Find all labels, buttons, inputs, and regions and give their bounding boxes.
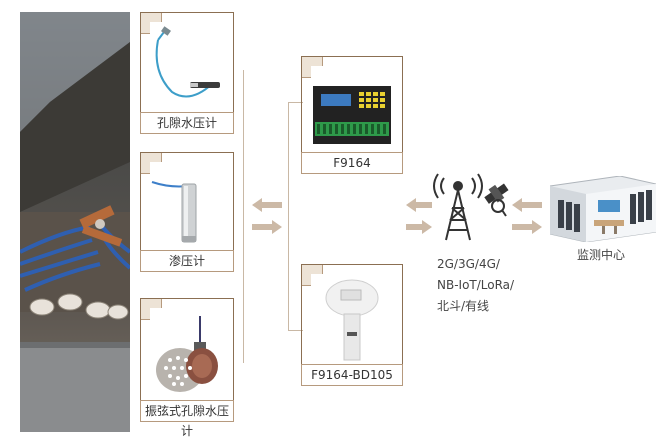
sensor-card-vibrating-wire: 振弦式孔隙水压计 (140, 298, 234, 438)
logger-bus-line (288, 102, 303, 331)
network-type-line-3: 北斗/有线 (437, 299, 490, 313)
sensor-label: 孔隙水压计 (140, 112, 234, 134)
f9164-bd105-device-image (311, 274, 393, 362)
logger-label: F9164 (301, 152, 403, 174)
field-installation-photo (20, 12, 130, 432)
logger-card-f9164: F9164 (301, 56, 403, 174)
sensor-bus-line (235, 70, 244, 363)
bidirectional-arrow-icon (512, 198, 542, 234)
pore-pressure-gauge-image (150, 22, 224, 110)
monitoring-center-label: 监测中心 (577, 248, 626, 262)
vibrating-wire-gauge-image (150, 308, 224, 398)
monitoring-center-illustration (550, 176, 656, 242)
sensor-card-pore-pressure: 孔隙水压计 (140, 12, 234, 134)
f9164-datalogger-image (311, 66, 393, 150)
piezometer-image (150, 162, 224, 248)
sensor-card-piezometer: 渗压计 (140, 152, 234, 272)
logger-card-f9164-bd105: F9164-BD105 (301, 264, 403, 386)
bidirectional-arrow-icon (406, 198, 432, 234)
network-type-line-1: 2G/3G/4G/ (437, 257, 500, 271)
communication-tower-icon (433, 173, 509, 241)
logger-label: F9164-BD105 (301, 364, 403, 386)
bidirectional-arrow-icon (252, 198, 282, 234)
network-type-line-2: NB-IoT/LoRa/ (437, 278, 515, 292)
sensor-label: 振弦式孔隙水压计 (140, 400, 234, 438)
sensor-label: 渗压计 (140, 250, 234, 272)
